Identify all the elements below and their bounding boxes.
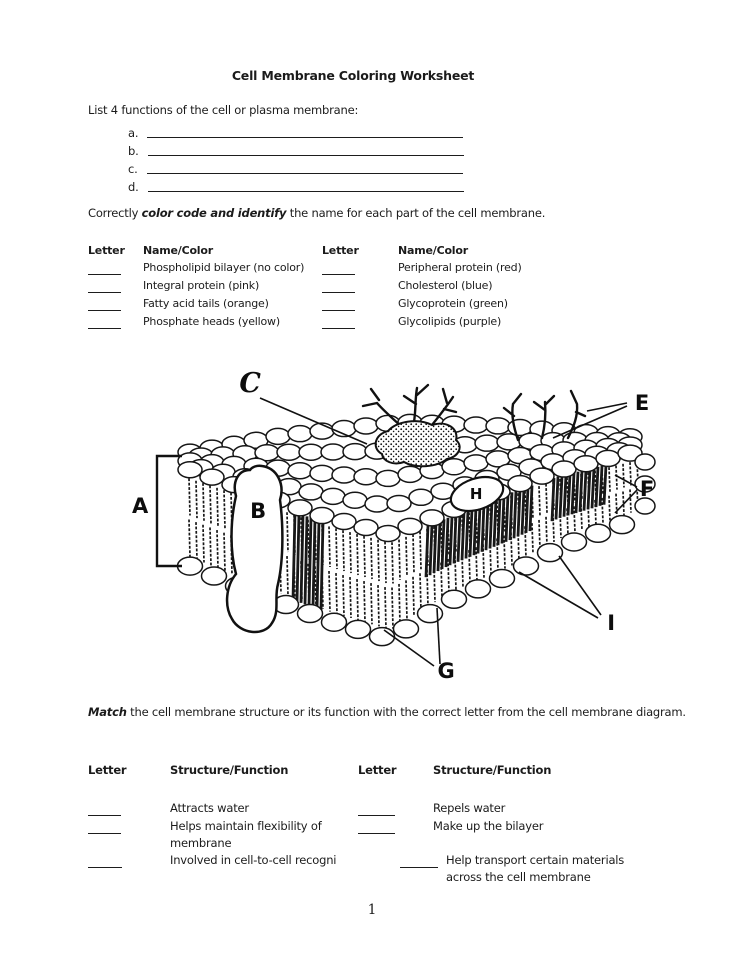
table-cell: Phosphate heads (yellow): [143, 315, 280, 329]
match-instruction: Match the cell membrane structure or its…: [88, 704, 688, 722]
table-cell: Glycolipids (purple): [398, 315, 502, 329]
instruction-text: the cell membrane structure or its funct…: [126, 705, 686, 719]
color-table: Letter Name/Color Letter Name/Color Phos…: [88, 242, 568, 331]
letter-blank-cell: [322, 277, 398, 295]
item-label: d.: [128, 180, 139, 194]
column-header-letter: Letter: [358, 763, 397, 777]
column-header-name-color: Name/Color: [398, 244, 468, 257]
column-header-letter: Letter: [322, 244, 359, 257]
diagram-label-h: H: [470, 485, 482, 503]
table-cell: Peripheral protein (red): [398, 261, 522, 275]
letter-blank-cell: [88, 295, 143, 313]
page-title: Cell Membrane Coloring Worksheet: [231, 68, 475, 83]
answer-blank: [147, 155, 464, 156]
diagram-label-i: I: [607, 611, 615, 635]
answer-blank: [88, 328, 121, 330]
letter-blank-cell: [322, 259, 398, 277]
answer-blank: [88, 310, 121, 312]
answer-blank: [322, 292, 355, 294]
answer-blank: [147, 137, 464, 138]
answer-blank: [88, 274, 121, 276]
letter-blank-cell: [358, 818, 433, 836]
letter-blank-cell: [400, 852, 438, 870]
answer-blank: [322, 310, 355, 312]
table-cell: Fatty acid tails (orange): [143, 297, 269, 311]
diagram-label-g: G: [437, 659, 454, 683]
page-number: 1: [367, 902, 377, 918]
letter-blank-cell: [358, 800, 433, 818]
table-cell: Help transport certain materials across …: [446, 852, 658, 886]
letter-blank-cell: [322, 313, 398, 331]
membrane-diagram-svg: A B C E F G H I: [132, 368, 656, 683]
letter-blank-cell: [88, 259, 143, 277]
column-header-structure-function: Structure/Function: [170, 763, 289, 777]
diagram-label-e: E: [635, 391, 649, 415]
cell-line: membrane: [170, 836, 232, 850]
functions-prompt: List 4 functions of the cell or plasma m…: [88, 103, 359, 117]
instruction-emphasis: color code and identify: [141, 206, 287, 220]
answer-blank: [358, 815, 395, 816]
column-header-structure-function: Structure/Function: [433, 763, 552, 777]
function-item-d: d.: [128, 176, 464, 194]
letter-blank-cell: [88, 313, 143, 331]
answer-blank: [322, 328, 355, 330]
table-cell: Phospholipid bilayer (no color): [143, 261, 305, 275]
table-cell: Involved in cell-to-cell recogni: [170, 853, 337, 867]
answer-blank: [146, 173, 463, 174]
letter-blank-cell: [322, 295, 398, 313]
diagram-label-b: B: [250, 499, 266, 523]
item-label: c.: [128, 162, 138, 176]
functions-list: a. b. c. d.: [128, 122, 464, 194]
table-cell: Helps maintain flexibility of membrane: [170, 818, 358, 852]
cell-line: Help transport certain materials: [446, 853, 625, 867]
function-item-a: a.: [128, 122, 464, 140]
instruction-text: Correctly: [88, 206, 142, 220]
column-header-name-color: Name/Color: [143, 244, 213, 257]
letter-blank-cell: [88, 852, 122, 870]
match-table-row-3: Involved in cell-to-cell recogni Help tr…: [88, 852, 658, 886]
table-cell: Make up the bilayer: [433, 819, 544, 833]
item-label: b.: [128, 144, 139, 158]
table-cell: Attracts water: [170, 801, 249, 815]
glycoprotein-blob: [374, 420, 461, 468]
diagram-label-c: C: [239, 368, 261, 399]
function-item-c: c.: [128, 158, 464, 176]
column-header-letter: Letter: [88, 763, 127, 777]
match-table: Letter Structure/Function Letter Structu…: [88, 762, 658, 886]
letter-blank-cell: [88, 277, 143, 295]
answer-blank: [88, 833, 121, 834]
letter-blank-cell: [88, 800, 170, 818]
leader-lines: [259, 397, 638, 667]
glycolipid-chains-icon: [502, 389, 587, 442]
table-cell: Integral protein (pink): [143, 279, 260, 293]
integral-protein-blob: [225, 464, 284, 634]
table-cell: Cholesterol (blue): [398, 279, 493, 293]
cell-line: Helps maintain flexibility of: [170, 819, 322, 833]
item-label: a.: [128, 126, 139, 140]
cell-line: across the cell membrane: [446, 870, 591, 884]
instruction-text: the name for each part of the cell membr…: [286, 206, 546, 220]
bracket-a: [155, 454, 182, 568]
answer-blank: [358, 833, 395, 834]
match-table-rows: Attracts water Repels water Helps mainta…: [88, 800, 658, 852]
answer-blank: [147, 191, 464, 192]
diagram-label-a: A: [132, 494, 149, 518]
answer-blank: [88, 815, 121, 816]
answer-blank: [88, 867, 122, 868]
function-item-b: b.: [128, 140, 464, 158]
answer-blank: [88, 292, 121, 294]
cholesterol-blob: [449, 475, 505, 513]
color-instruction: Correctly color code and identify the na…: [88, 206, 545, 220]
instruction-emphasis: Match: [88, 705, 127, 719]
table-cell: Glycoprotein (green): [398, 297, 508, 311]
table-cell: Repels water: [433, 801, 506, 815]
diagram-label-f: F: [640, 477, 654, 501]
membrane-diagram: A B C E F G H I: [90, 358, 660, 698]
answer-blank: [322, 274, 355, 276]
answer-blank: [400, 867, 438, 868]
column-header-letter: Letter: [88, 244, 125, 257]
diagram-letter-labels: A B C E F G H I: [132, 368, 654, 683]
match-table-header: Letter Structure/Function Letter Structu…: [88, 762, 658, 779]
letter-blank-cell: [88, 818, 170, 836]
